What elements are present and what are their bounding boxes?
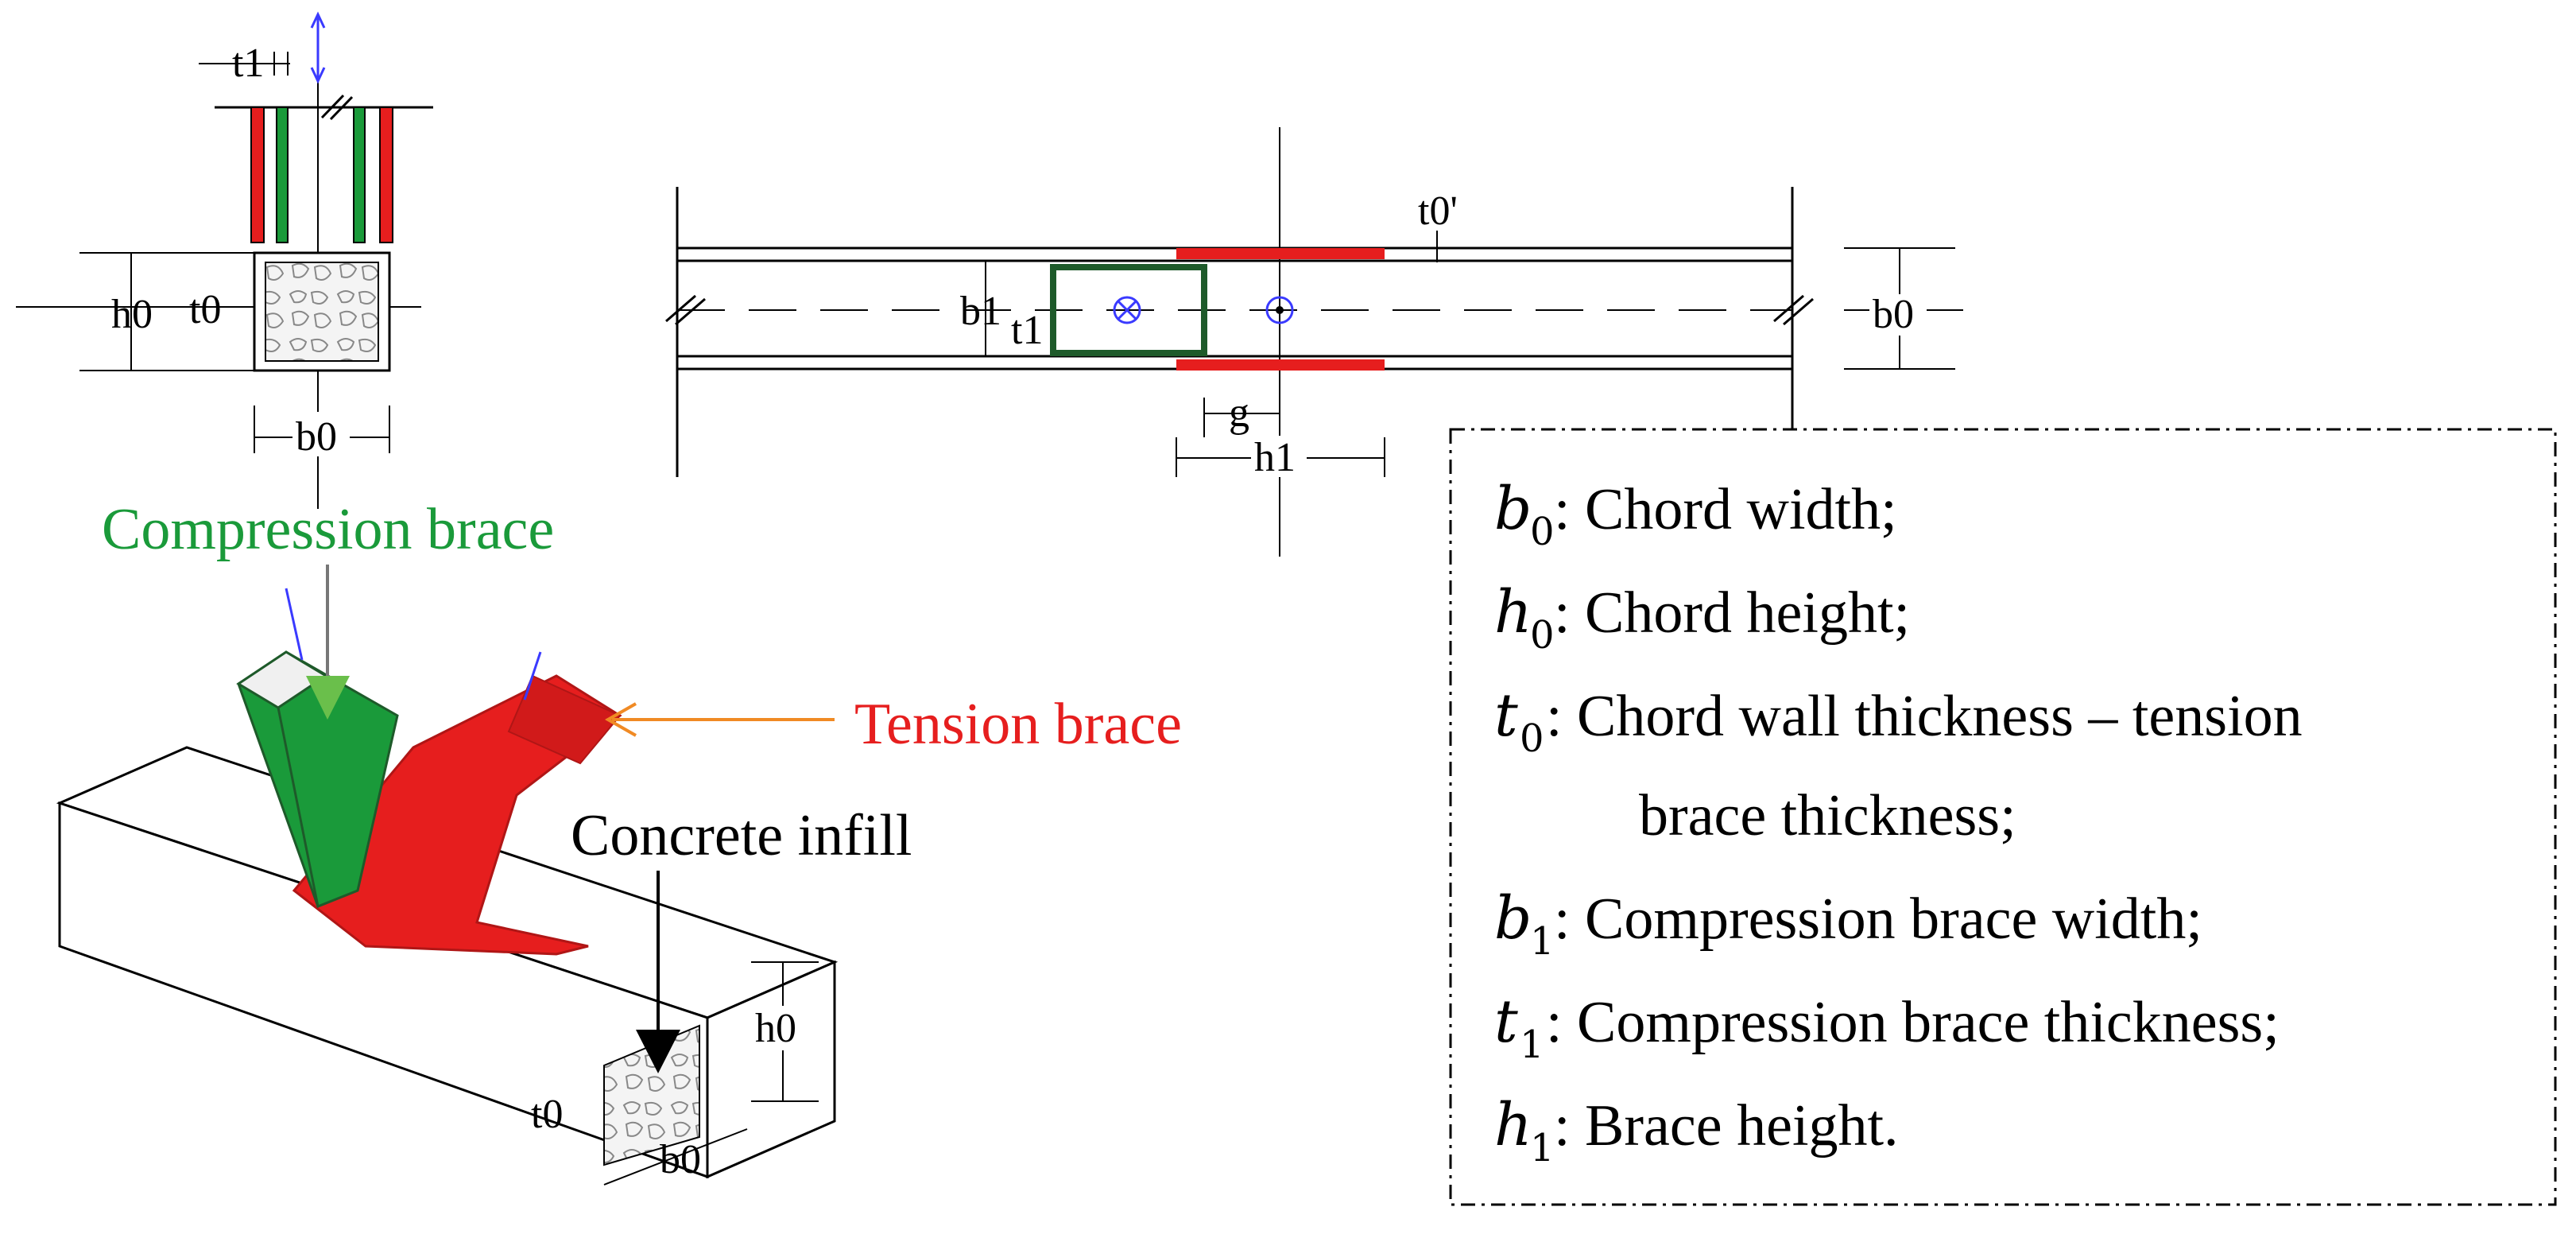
legend-item-t1: t 1 : Compression brace thickness;: [1494, 988, 2280, 1067]
legend-item-h0: h 0 : Chord height;: [1494, 578, 1910, 658]
concrete-infill-section: [265, 262, 379, 362]
tension-footprint-top: [1176, 248, 1385, 259]
dim-g: g: [1229, 390, 1249, 436]
svg-text:0: 0: [1530, 613, 1555, 658]
infill-arrow-icon: [636, 1030, 680, 1073]
svg-text:t: t: [1494, 681, 1518, 750]
svg-text:: Chord wall thickness – tensi: : Chord wall thickness – tension: [1546, 684, 2303, 749]
svg-text:b: b: [1494, 884, 1532, 953]
svg-text:b: b: [1494, 475, 1532, 543]
tension-brace-label: Tension brace: [854, 692, 1182, 757]
dim-t0-3d: t0: [531, 1092, 563, 1137]
legend-item-b0: b 0 : Chord width;: [1494, 475, 1897, 554]
svg-text:: Compression brace thickness;: : Compression brace thickness;: [1546, 990, 2280, 1055]
tension-arrow-icon: [604, 702, 637, 737]
out-of-page-icon: [1265, 296, 1294, 324]
legend-box: [1449, 428, 2557, 1206]
tension-footprint-bottom: [1176, 359, 1385, 371]
cross-section-view: t1 h0 t0 b0: [16, 11, 433, 509]
dim-b0-plan: b0: [1873, 292, 1914, 337]
svg-text:h: h: [1494, 1091, 1532, 1159]
svg-text:h: h: [1494, 578, 1532, 646]
dim-b1: b1: [960, 289, 1001, 334]
dim-h1: h1: [1254, 435, 1296, 480]
dim-h0-3d: h0: [755, 1006, 796, 1051]
svg-text:brace thickness;: brace thickness;: [1639, 783, 2016, 848]
svg-text:0: 0: [1520, 716, 1544, 761]
dim-b0-3d: b0: [660, 1137, 701, 1182]
compression-arrow-icon: [306, 676, 350, 720]
tension-wall-left: [250, 107, 265, 243]
svg-text:: Brace height.: : Brace height.: [1554, 1093, 1899, 1158]
dim-t1-cross: t1: [232, 41, 264, 86]
concrete-infill-label: Concrete infill: [571, 803, 912, 868]
svg-text:1: 1: [1530, 1126, 1555, 1170]
compression-brace-label: Compression brace: [102, 497, 554, 562]
compression-wall-left: [276, 107, 289, 243]
dim-t0-cross: t0: [189, 287, 221, 332]
dim-t1-plan: t1: [1011, 308, 1043, 353]
dim-b0-cross: b0: [296, 414, 337, 460]
legend: b 0 : Chord width; h 0 : Chord height; t…: [1449, 428, 2557, 1206]
into-page-icon: [1113, 296, 1141, 324]
legend-item-t0: t 0 : Chord wall thickness – tension: [1494, 681, 2303, 761]
callouts: Compression brace Tension brace Concrete…: [102, 497, 1182, 1073]
legend-item-b1: b 1 : Compression brace width;: [1494, 884, 2202, 964]
svg-text:: Compression brace width;: : Compression brace width;: [1554, 887, 2202, 952]
svg-text:0: 0: [1530, 510, 1555, 554]
dim-t0prime: t0': [1418, 188, 1458, 234]
svg-text:1: 1: [1530, 919, 1555, 964]
svg-text:1: 1: [1520, 1023, 1544, 1067]
plan-view: b1 t1 t0' g h1 b0: [665, 127, 1963, 557]
isometric-view: h0 t0 b0: [56, 588, 839, 1186]
svg-text:t: t: [1494, 988, 1518, 1056]
legend-item-h1: h 1 : Brace height.: [1494, 1091, 1899, 1170]
tension-wall-right: [379, 107, 393, 243]
legend-item-t0-cont: brace thickness;: [1639, 783, 2016, 848]
svg-text:: Chord height;: : Chord height;: [1554, 580, 1910, 646]
compression-footprint: [1050, 264, 1207, 356]
svg-text:: Chord width;: : Chord width;: [1554, 477, 1897, 542]
compression-wall-right: [353, 107, 366, 243]
dim-h0-cross: h0: [111, 292, 153, 337]
